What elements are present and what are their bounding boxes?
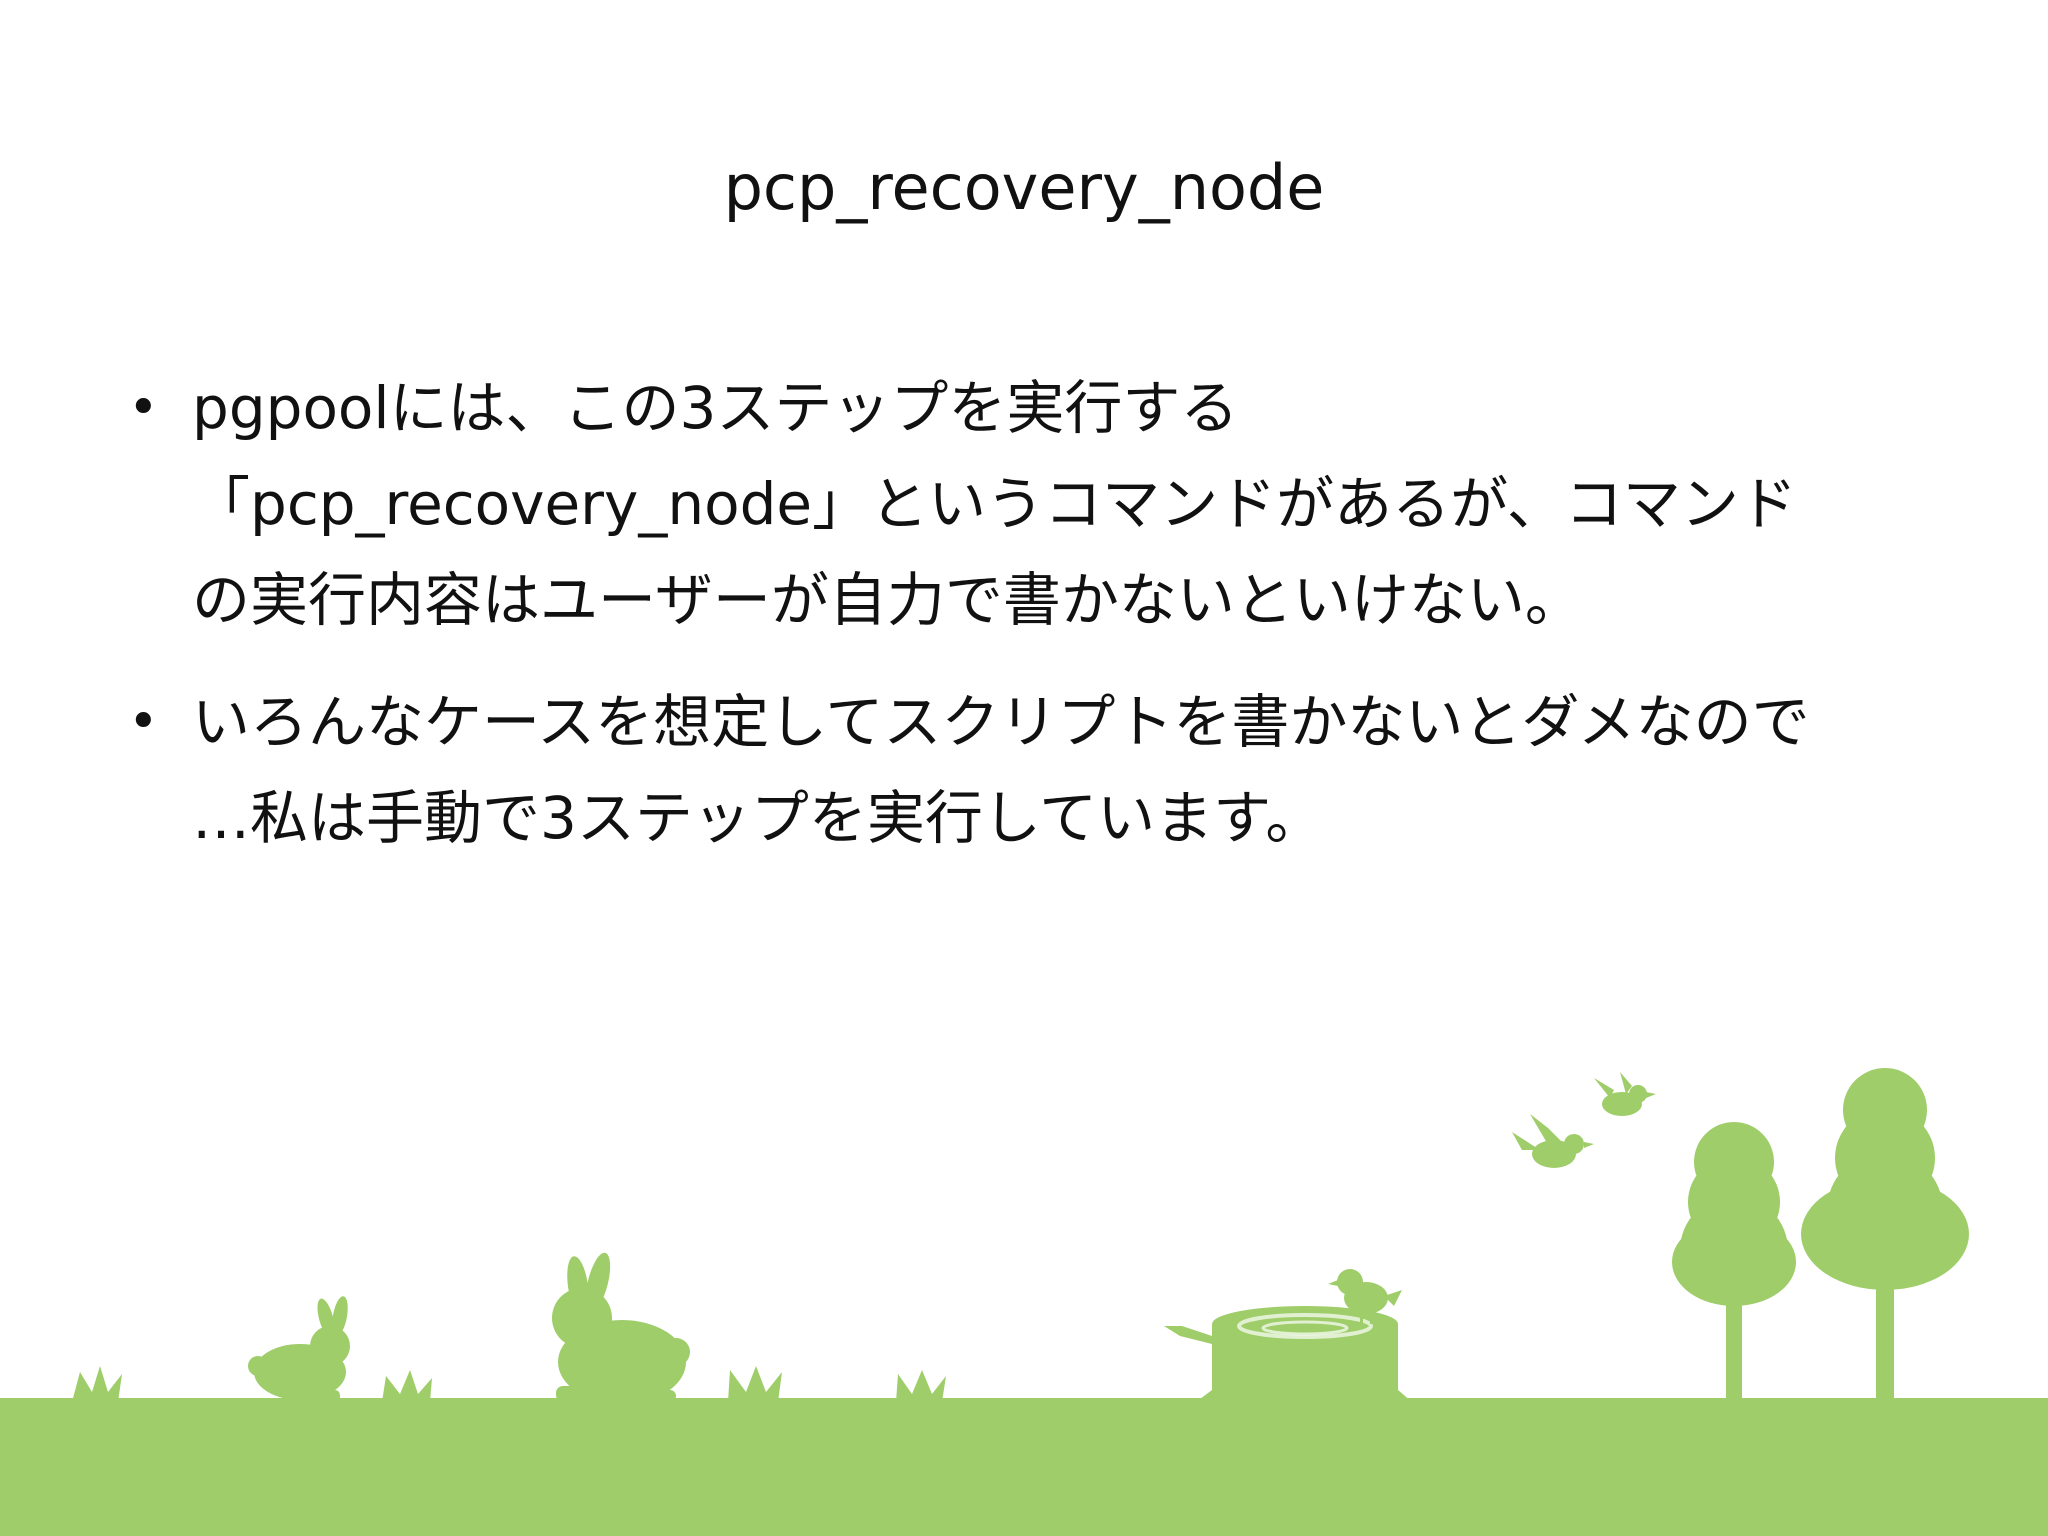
tree-icon bbox=[1801, 1068, 1969, 1400]
bullet-item-2: • いろんなケースを想定してスクリプトを書かないとダメなので …私は手動で3ステ… bbox=[120, 674, 1950, 866]
tree-stump-icon bbox=[1164, 1306, 1412, 1402]
rabbit-icon bbox=[552, 1252, 690, 1404]
grass-tuft-icon bbox=[382, 1370, 432, 1402]
bullet-2-line-1: いろんなケースを想定してスクリプトを書かないとダメなので bbox=[192, 688, 1810, 756]
bird-icon bbox=[1594, 1072, 1656, 1116]
bullet-1-line-1: pgpoolには、この3ステップを実行する bbox=[192, 374, 1239, 442]
bullet-marker: • bbox=[128, 378, 159, 438]
rabbit-icon bbox=[248, 1296, 350, 1402]
tree-icon bbox=[1672, 1122, 1796, 1400]
grass-tuft-icon bbox=[896, 1370, 946, 1402]
bullet-1-line-2: 「pcp_recovery_node」というコマンドがあるが、コマンド bbox=[192, 470, 1797, 538]
bullet-2-line-2: …私は手動で3ステップを実行しています。 bbox=[192, 784, 1324, 852]
grass-tuft-icon bbox=[72, 1366, 122, 1402]
bullet-marker: • bbox=[128, 692, 159, 752]
slide-title: pcp_recovery_node bbox=[723, 151, 1325, 224]
grass-tuft-icon bbox=[728, 1366, 782, 1402]
bird-icon bbox=[1512, 1114, 1594, 1168]
bullet-item-1: • pgpoolには、この3ステップを実行する 「pcp_recovery_no… bbox=[120, 360, 1950, 648]
bullet-1-line-3: の実行内容はユーザーが自力で書かないといけない。 bbox=[192, 566, 1583, 634]
bullet-list: • pgpoolには、この3ステップを実行する 「pcp_recovery_no… bbox=[120, 360, 1950, 892]
bird-icon bbox=[1328, 1269, 1402, 1324]
ground bbox=[0, 1398, 2048, 1536]
